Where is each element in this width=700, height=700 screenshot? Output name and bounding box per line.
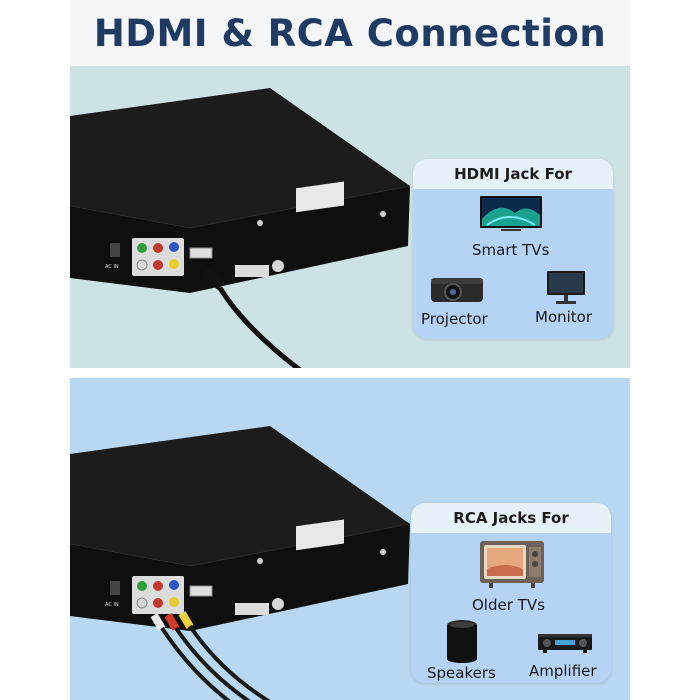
smart-tv-icon (479, 195, 543, 237)
speaker-icon (445, 619, 479, 667)
svg-text:AC IN: AC IN (105, 264, 119, 270)
old-tv-icon (479, 539, 545, 593)
rca-card-header: RCA Jacks For (411, 503, 611, 533)
projector-icon (429, 272, 485, 310)
rca-device-label: Older TVs (472, 596, 545, 614)
title-bar: HDMI & RCA Connection (70, 0, 630, 66)
monitor-icon (546, 270, 586, 310)
hdmi-card: HDMI Jack For Smart TVs (413, 159, 613, 339)
hdmi-device-label: Monitor (535, 308, 593, 326)
rca-panel: AC IN RCA Jacks For (70, 378, 630, 700)
hdmi-device-label: Projector (421, 310, 488, 328)
rca-device-label: Amplifier (529, 662, 597, 680)
rca-card: RCA Jacks For Older TVs (411, 503, 611, 683)
hdmi-panel: AC IN HDMI Jack For (70, 66, 630, 368)
dvd-player-hdmi: AC IN (70, 88, 410, 368)
amplifier-icon (537, 630, 593, 658)
svg-text:AC IN: AC IN (105, 602, 119, 608)
dvd-player-rca: AC IN (70, 426, 410, 700)
rca-device-label: Speakers (427, 664, 496, 682)
page-title: HDMI & RCA Connection (93, 11, 607, 55)
hdmi-device-label: Smart TVs (472, 241, 550, 259)
hdmi-card-header: HDMI Jack For (413, 159, 613, 189)
